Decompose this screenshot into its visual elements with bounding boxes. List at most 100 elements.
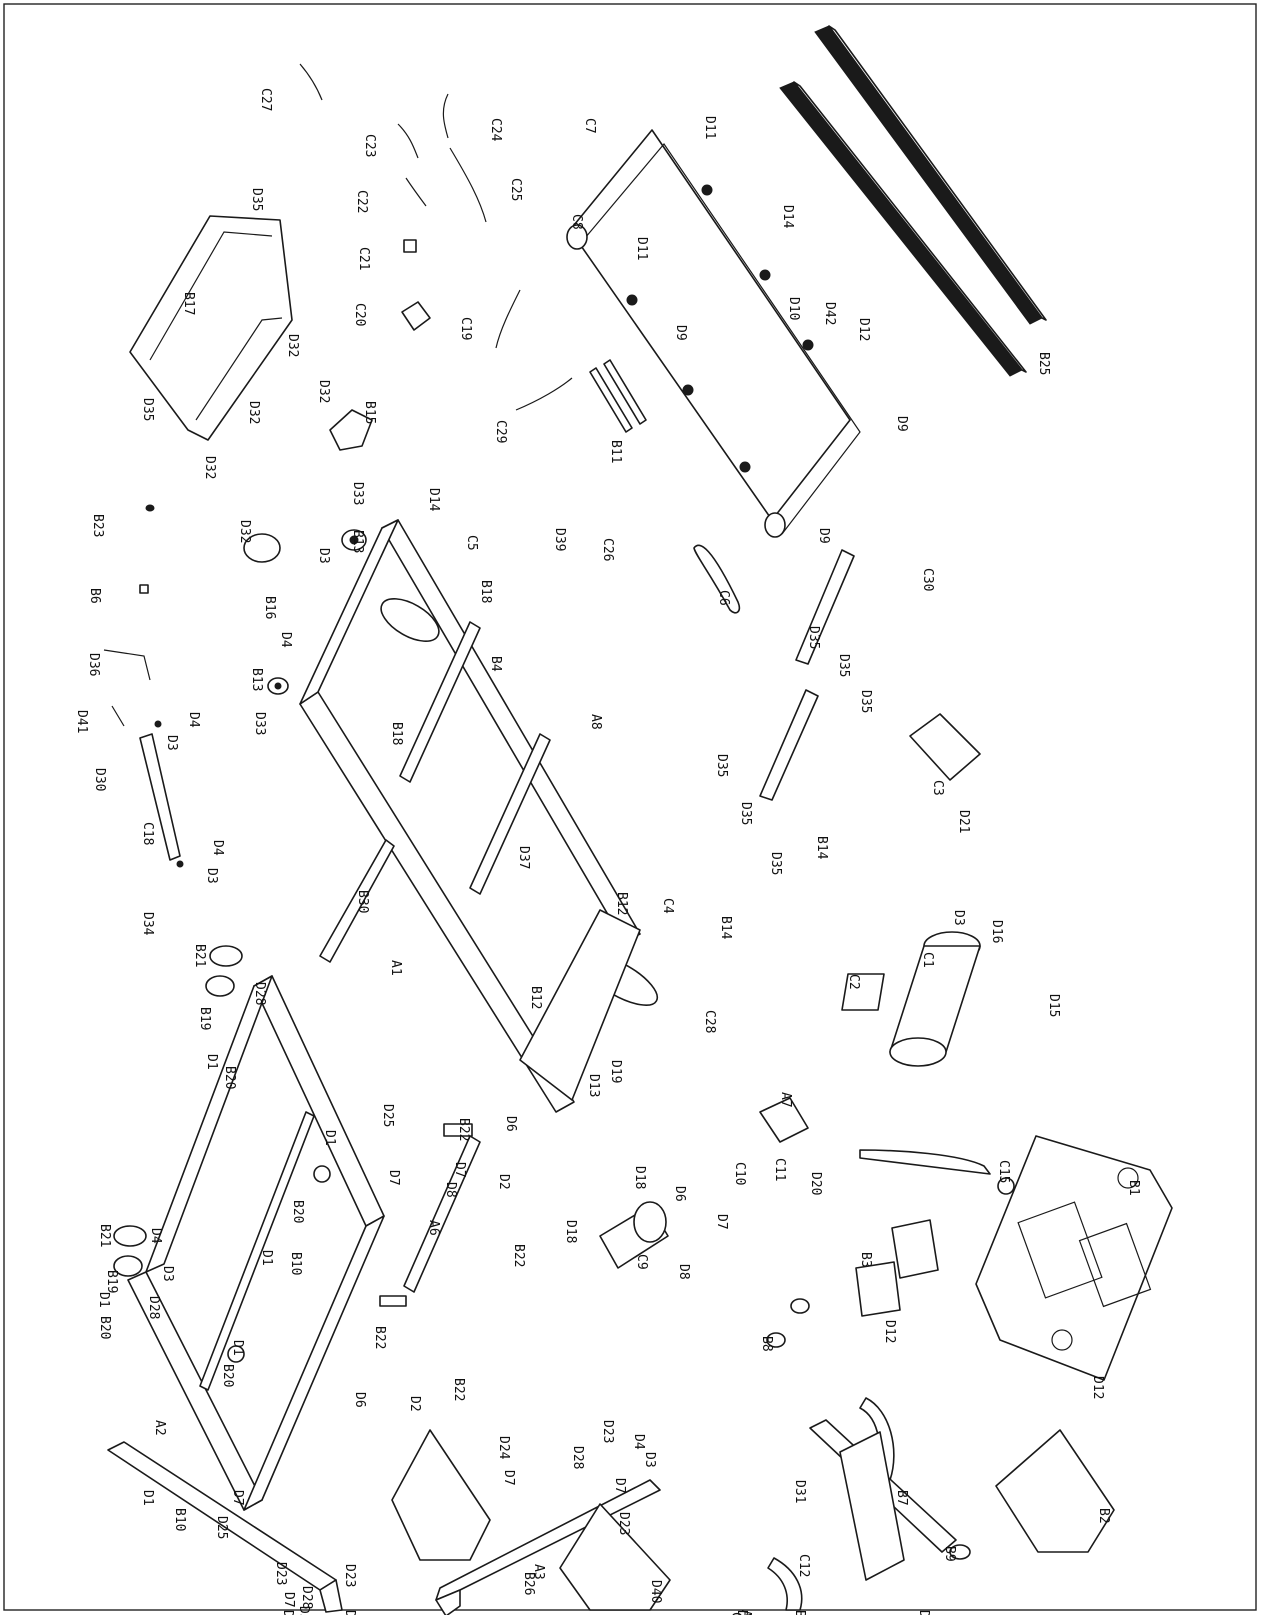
callout-c20: C20 [352,303,367,326]
callout-d32: D32 [237,520,252,543]
strip-b30 [319,839,395,963]
callout-b9: B9 [942,1546,957,1562]
callout-d19: D19 [608,1060,623,1083]
callout-b3: B3 [858,1252,873,1268]
callout-c29: C29 [493,420,508,443]
callout-d3: D3 [160,1266,175,1282]
callout-d28: D28 [570,1446,585,1469]
callout-c12: C12 [796,1554,811,1577]
deck-c7 [566,129,861,538]
covers-b3 [855,1219,939,1317]
callout-c6: C6 [716,590,731,606]
callout-b20: B20 [97,1316,112,1339]
callout-d23: D23 [616,1512,631,1535]
callout-d3: D3 [642,1452,657,1468]
callout-c3: C3 [930,780,945,796]
callout-b26: B26 [521,1572,536,1595]
knob-c15 [997,1177,1015,1195]
callout-c19: C19 [458,317,473,340]
callout-b20: B20 [220,1364,235,1387]
callout-c5: C5 [464,535,479,551]
callout-d15: D15 [1046,994,1061,1017]
callout-c27: C27 [258,88,273,111]
callout-d25: D25 [214,1516,229,1539]
callout-d35: D35 [806,626,821,649]
callout-d13: D13 [586,1074,601,1097]
callout-d24: D24 [496,1436,511,1460]
callout-b22: B22 [451,1378,466,1401]
callout-b8: B8 [759,1336,774,1352]
callout-b14: B14 [814,836,829,860]
callout-d4: D4 [280,1610,295,1615]
callout-b19: B19 [104,1270,119,1293]
callout-a1: A1 [388,960,403,976]
callout-d40: D40 [648,1580,663,1603]
callout-d28: D28 [252,982,267,1005]
callout-d2: D2 [407,1396,422,1412]
drive-belt-c6 [693,544,741,614]
callout-d11: D11 [702,116,717,139]
bar-c15 [859,1149,991,1175]
part-b23 [145,504,155,512]
callout-c21: C21 [356,247,371,270]
callout-b20: B20 [222,1066,237,1089]
callout-d7: D7 [386,1170,401,1186]
callout-d33: D33 [252,712,267,735]
callout-d28: D28 [146,1296,161,1319]
callout-b16: B16 [262,596,277,619]
motor-c1 [841,931,981,1067]
part-d41 [111,705,125,727]
brackets-b14 [759,549,855,801]
callout-d23: D23 [600,1420,615,1443]
callout-c23: C23 [362,134,377,157]
side-rails-b25 [779,25,1047,377]
callout-b14: B14 [718,916,733,940]
callout-b30: B30 [355,890,370,913]
callout-d1: D1 [140,1490,155,1506]
handlebar-a5-frame [839,1431,905,1581]
clip-c21 [403,239,417,253]
callout-a5: A5 [738,1610,753,1615]
callout-d12: D12 [882,1320,897,1343]
console-b1 [975,1135,1173,1381]
callout-b6: B6 [87,588,102,604]
callout-b12: B12 [528,986,543,1009]
callout-b18: B18 [478,580,493,603]
callout-d18: D18 [632,1166,647,1189]
callout-c10: C10 [732,1162,747,1185]
callout-c28: C28 [702,1010,717,1033]
callout-d14: D14 [780,205,795,229]
callout-b11: B11 [608,440,623,463]
incline-motor-c9 [599,1201,669,1269]
callout-d1: D1 [322,1130,337,1146]
cap-b8-b [766,1332,786,1348]
callout-d21: D21 [956,810,971,833]
deck-rails-b11 [589,359,647,433]
callout-d32: D32 [246,401,261,424]
callout-c26: C26 [600,538,615,561]
callout-d3: D3 [316,548,331,564]
callout-d18: D18 [563,1220,578,1243]
callout-d35: D35 [714,754,729,777]
callout-a8: A8 [588,714,603,730]
callout-d4: D4 [631,1434,646,1450]
callout-d7: D7 [714,1214,729,1230]
callout-a6: A6 [426,1220,441,1236]
part-b6 [139,584,149,594]
callout-d28: D28 [299,1586,314,1609]
callout-c11: C11 [772,1158,787,1181]
part-d36 [103,649,151,681]
callout-d7: D7 [281,1592,296,1608]
callout-d12: D12 [856,318,871,341]
callout-d3: D3 [296,1606,311,1615]
callout-d3: D3 [951,910,966,926]
callout-d35: D35 [768,852,783,875]
callout-d32: D32 [285,334,300,357]
callout-d31: D31 [734,1610,749,1615]
callout-b1: B1 [1126,1180,1141,1196]
callout-b13: B13 [249,668,264,691]
callout-d6: D6 [503,1116,518,1132]
callout-d42: D42 [822,302,837,325]
callout-d12: D12 [916,1610,931,1615]
